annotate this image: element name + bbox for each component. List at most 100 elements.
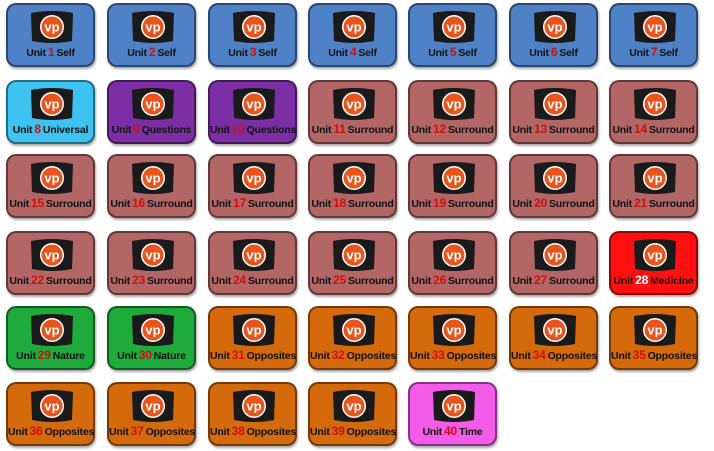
- unit-word: Unit: [310, 350, 330, 362]
- vp-logo-icon: vp: [333, 162, 375, 194]
- unit-topic: Medicine: [650, 275, 694, 287]
- vp-logo-icon: vp: [233, 390, 275, 422]
- unit-number: 1: [47, 45, 55, 59]
- unit-number: 22: [31, 273, 44, 287]
- unit-number: 20: [534, 196, 547, 210]
- unit-number: 21: [634, 196, 647, 210]
- unit-number: 32: [331, 348, 345, 362]
- logo-text: vp: [346, 20, 361, 35]
- unit-topic: Surround: [548, 275, 595, 287]
- unit-word: Unit: [210, 350, 230, 362]
- vp-logo-icon: vp: [433, 162, 475, 194]
- unit-number: 40: [444, 424, 458, 438]
- unit-number: 11: [333, 122, 346, 136]
- vp-logo-icon: vp: [634, 162, 676, 194]
- unit-number: 39: [331, 424, 345, 438]
- unit-topic: Time: [459, 426, 483, 438]
- vp-logo-icon: vp: [31, 239, 73, 271]
- logo-text: vp: [446, 399, 461, 414]
- vp-logo-icon: vp: [233, 88, 275, 120]
- unit-word: Unit: [411, 124, 431, 136]
- unit-topic: Self: [258, 47, 277, 59]
- logo-text: vp: [145, 323, 160, 338]
- unit-topic: Questions: [246, 124, 297, 136]
- vp-logo-icon: vp: [534, 11, 576, 43]
- unit-topic: Opposites: [647, 350, 698, 362]
- unit-topic: Opposites: [346, 426, 397, 438]
- vp-logo-icon: vp: [433, 239, 475, 271]
- unit-topic: Self: [458, 47, 477, 59]
- unit-topic: Self: [157, 47, 176, 59]
- unit-word: Unit: [611, 350, 631, 362]
- vp-logo-icon: vp: [333, 390, 375, 422]
- unit-topic: Universal: [42, 124, 89, 136]
- unit-word: Unit: [613, 275, 634, 287]
- logo-text: vp: [446, 323, 461, 338]
- unit-number: 23: [132, 273, 145, 287]
- vp-logo-icon: vp: [634, 314, 676, 346]
- logo-text: vp: [547, 323, 562, 338]
- unit-word: Unit: [210, 426, 230, 438]
- unit-word: Unit: [210, 124, 230, 136]
- unit-topic: Self: [659, 47, 678, 59]
- unit-word: Unit: [311, 275, 331, 287]
- logo-text: vp: [647, 97, 662, 112]
- unit-word: Unit: [328, 47, 348, 59]
- unit-word: Unit: [117, 350, 137, 362]
- vp-logo-icon: vp: [31, 88, 73, 120]
- unit-topic: Opposites: [246, 426, 297, 438]
- unit-number: 7: [650, 45, 658, 59]
- unit-number: 30: [138, 348, 152, 362]
- unit-number: 4: [349, 45, 357, 59]
- unit-word: Unit: [310, 426, 330, 438]
- unit-number: 9: [133, 122, 140, 136]
- unit-number: 33: [431, 348, 445, 362]
